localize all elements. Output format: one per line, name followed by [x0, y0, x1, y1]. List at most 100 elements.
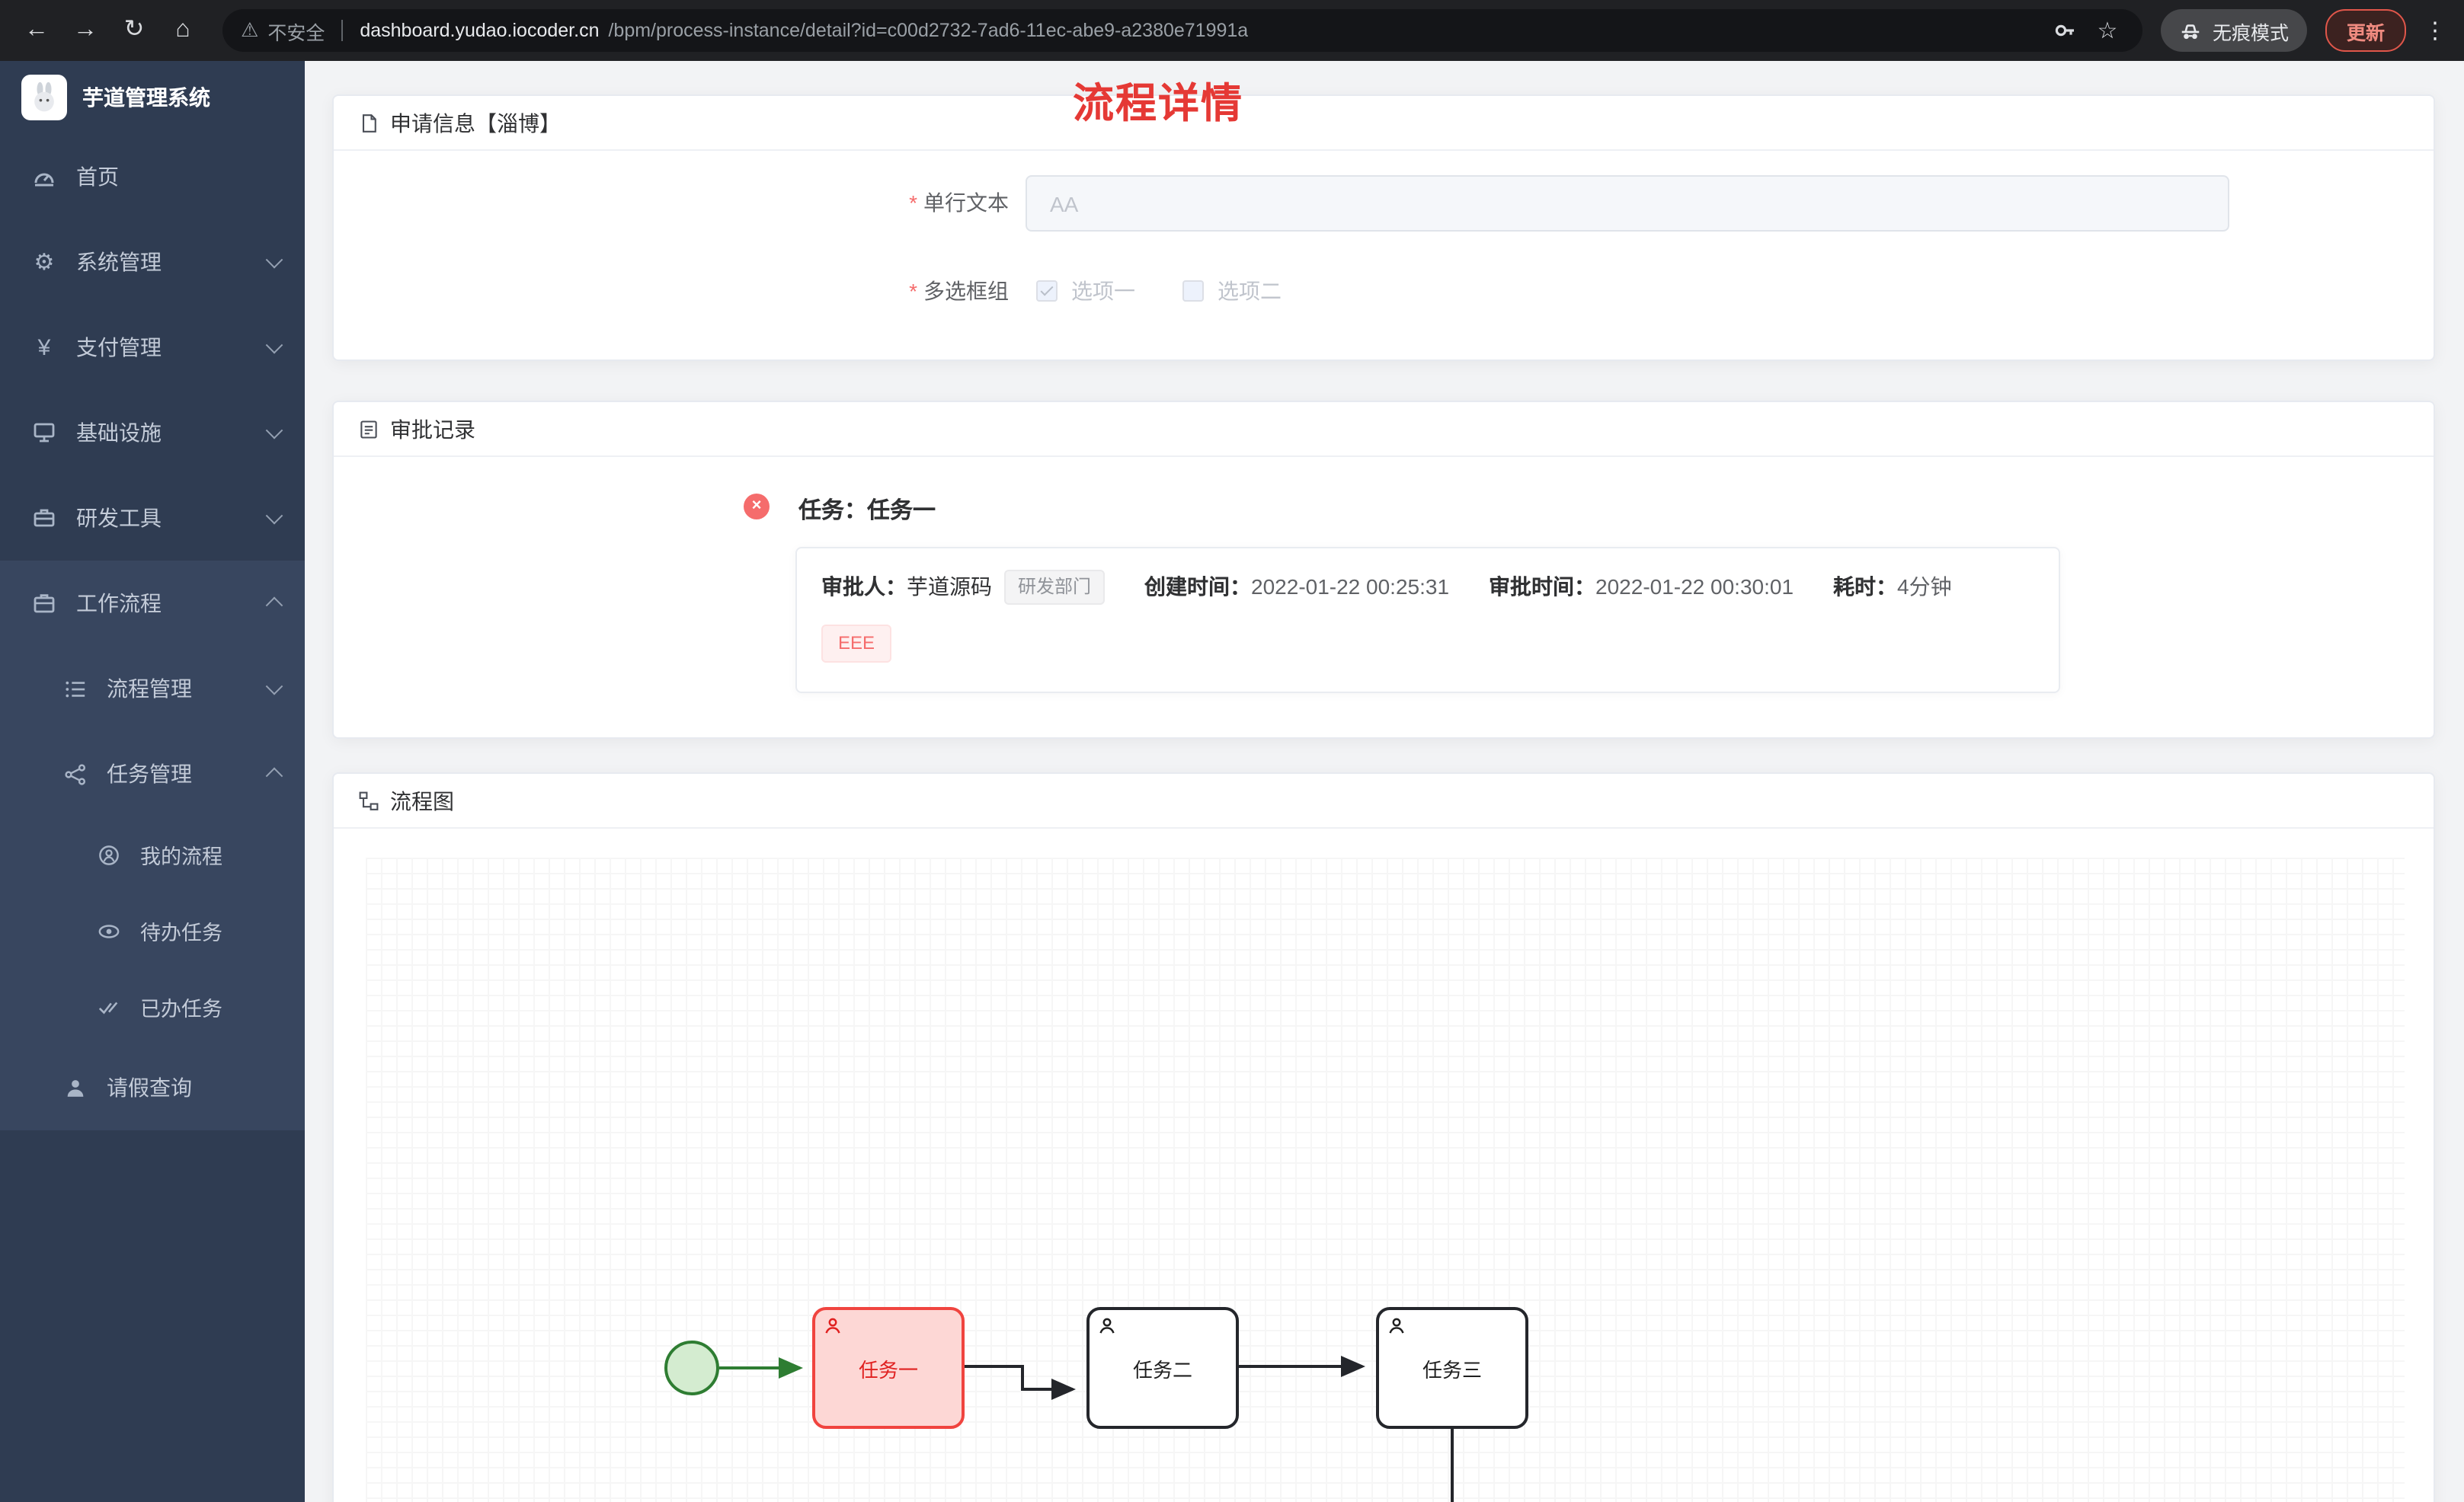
warning-icon: ⚠	[241, 18, 259, 41]
department-tag: 研发部门	[1004, 570, 1106, 605]
sidebar-item-infrastructure[interactable]: 基础设施	[0, 390, 305, 475]
incognito-icon	[2181, 24, 2200, 39]
forward-button[interactable]: →	[73, 17, 98, 43]
update-label: 更新	[2346, 22, 2385, 43]
reload-button[interactable]: ↻	[123, 17, 145, 43]
url-host: dashboard.yudao.iocoder.cn	[360, 20, 600, 41]
app-logo	[21, 75, 67, 120]
sidebar-item-label: 基础设施	[76, 420, 162, 445]
task-label: 任务二	[1132, 1358, 1192, 1381]
required-asterisk: *	[909, 279, 917, 303]
approve-time-value: 2022-01-22 00:30:01	[1595, 574, 1794, 599]
task-node-1[interactable]: 任务一	[812, 1307, 965, 1429]
incognito-badge[interactable]: 无痕模式	[2160, 9, 2307, 52]
sidebar: 芋道管理系统 首页 ⚙ 系统管理 ¥ 支付管理 基础设施	[0, 61, 305, 1502]
approver-field: 审批人： 芋道源码 研发部门	[821, 570, 1106, 605]
home-button[interactable]: ⌂	[175, 17, 190, 43]
chevron-down-icon	[265, 677, 283, 695]
sidebar-item-devtools[interactable]: 研发工具	[0, 475, 305, 561]
url-path: /bpm/process-instance/detail?id=c00d2732…	[608, 20, 1249, 41]
user-task-icon	[1387, 1316, 1406, 1336]
checkbox-checked-icon	[1036, 280, 1058, 302]
app-logo-row[interactable]: 芋道管理系统	[0, 61, 305, 134]
gear-icon: ⚙	[34, 250, 55, 276]
browser-toolbar: ← → ↻ ⌂ ⚠ 不安全 dashboard.yudao.iocoder.cn…	[0, 0, 2464, 61]
apply-info-card: 申请信息【淄博】 *单行文本 *多选框组 选项一 选项二	[332, 94, 2435, 361]
sidebar-item-task-mgmt[interactable]: 任务管理	[0, 731, 305, 817]
checkbox-label: 选项二	[1218, 279, 1282, 303]
security-label: 不安全	[267, 22, 325, 43]
bpmn-canvas[interactable]: 任务一 任务二 任务三	[366, 858, 2405, 1502]
approve-time-field: 审批时间： 2022-01-22 00:30:01	[1489, 574, 1794, 599]
user-task-icon	[1097, 1316, 1117, 1336]
back-button[interactable]: ←	[24, 17, 49, 43]
timeline-error-icon: ×	[744, 494, 770, 519]
sidebar-item-label: 系统管理	[76, 250, 162, 274]
sidebar-item-label: 已办任务	[140, 998, 222, 1021]
task-flow-icon	[61, 762, 88, 785]
app-title: 芋道管理系统	[82, 85, 210, 110]
main-content: 流程详情 申请信息【淄博】 *单行文本 *多选框组 选项一 选项	[305, 61, 2464, 1502]
sidebar-item-label: 支付管理	[76, 335, 162, 360]
url-divider	[341, 20, 344, 41]
sidebar-item-system[interactable]: ⚙ 系统管理	[0, 219, 305, 305]
sidebar-item-leave-query[interactable]: 请假查询	[0, 1045, 305, 1130]
eye-icon	[94, 919, 122, 942]
incognito-label: 无痕模式	[2212, 22, 2289, 43]
approval-detail-box: 审批人： 芋道源码 研发部门 创建时间： 2022-01-22 00:25:31…	[795, 547, 2060, 693]
text-field-label: *单行文本	[909, 190, 1009, 215]
sidebar-item-label: 工作流程	[76, 591, 162, 615]
chevron-down-icon	[265, 421, 283, 439]
checkbox-option-1[interactable]: 选项一	[1036, 276, 1135, 306]
checkbox-unchecked-icon	[1182, 280, 1204, 302]
sidebar-item-home[interactable]: 首页	[0, 134, 305, 219]
sidebar-item-label: 请假查询	[107, 1075, 192, 1100]
page-title: 流程详情	[1073, 81, 1243, 126]
process-list-icon	[61, 677, 88, 700]
sidebar-item-label: 待办任务	[140, 922, 222, 944]
key-icon[interactable]	[2048, 14, 2082, 47]
user-task-icon	[823, 1316, 843, 1336]
chevron-down-icon	[265, 507, 283, 525]
apply-info-header: 申请信息【淄博】	[334, 96, 2434, 151]
process-diagram-title: 流程图	[390, 788, 454, 813]
browser-menu-icon[interactable]: ⋮	[2424, 18, 2446, 44]
chevron-up-icon	[265, 767, 283, 785]
briefcase-icon	[30, 591, 58, 615]
record-icon	[358, 418, 379, 439]
document-icon	[358, 112, 379, 133]
sidebar-item-my-process[interactable]: 我的流程	[0, 817, 305, 893]
task-label: 任务三	[1422, 1358, 1482, 1381]
duration-field: 耗时： 4分钟	[1833, 572, 1952, 602]
checkbox-group-label: *多选框组	[909, 279, 1009, 303]
sidebar-item-payment[interactable]: ¥ 支付管理	[0, 305, 305, 390]
task-node-2[interactable]: 任务二	[1086, 1307, 1239, 1429]
sidebar-item-label: 研发工具	[76, 506, 162, 530]
yen-icon: ¥	[37, 334, 51, 360]
sidebar-item-done-tasks[interactable]: 已办任务	[0, 969, 305, 1045]
create-time-value: 2022-01-22 00:25:31	[1251, 574, 1450, 599]
bookmark-star-icon[interactable]: ☆	[2097, 18, 2118, 44]
process-diagram-header: 流程图	[334, 774, 2434, 829]
task-node-3[interactable]: 任务三	[1376, 1307, 1528, 1429]
start-event-node[interactable]	[664, 1341, 719, 1395]
approval-record-card: 审批记录 × 任务：任务一 审批人： 芋道源码 研发部门 创建时间： 2022-…	[332, 401, 2435, 739]
chevron-down-icon	[265, 251, 283, 269]
url-bar[interactable]: ⚠ 不安全 dashboard.yudao.iocoder.cn /bpm/pr…	[222, 9, 2142, 52]
process-diagram-card: 流程图	[332, 772, 2435, 1502]
checkbox-option-2[interactable]: 选项二	[1182, 276, 1282, 306]
approval-record-header: 审批记录	[334, 402, 2434, 457]
approver-name: 芋道源码	[907, 574, 992, 599]
sidebar-item-workflow[interactable]: 工作流程	[0, 561, 305, 646]
sidebar-item-process-mgmt[interactable]: 流程管理	[0, 646, 305, 731]
sidebar-item-todo-tasks[interactable]: 待办任务	[0, 893, 305, 969]
single-line-text-input[interactable]	[1026, 175, 2229, 232]
sequence-flows	[719, 1356, 1454, 1502]
flowchart-icon	[358, 790, 379, 811]
user-icon	[61, 1076, 88, 1099]
sidebar-item-label: 流程管理	[107, 676, 192, 701]
apply-info-title: 申请信息【淄博】	[390, 110, 561, 135]
update-button[interactable]: 更新	[2325, 9, 2406, 52]
sidebar-item-label: 首页	[76, 165, 119, 189]
